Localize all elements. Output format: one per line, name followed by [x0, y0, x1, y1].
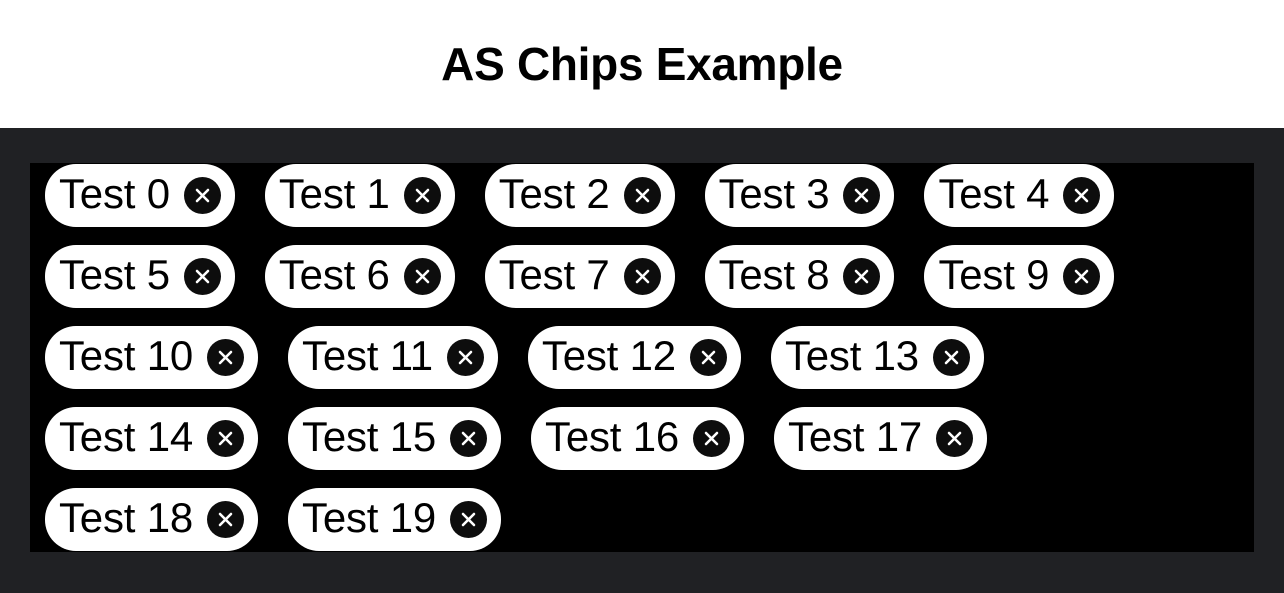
- chip-label: Test 13: [784, 332, 919, 379]
- chip-label: Test 11: [302, 332, 433, 379]
- chip[interactable]: Test 16: [531, 407, 745, 470]
- close-icon[interactable]: [936, 420, 974, 457]
- chip-label: Test 19: [302, 494, 437, 541]
- chip-label: Test 17: [788, 413, 923, 460]
- chip-label: Test 15: [302, 413, 437, 460]
- page-title: AS Chips Example: [441, 38, 843, 90]
- chip-label: Test 14: [59, 413, 194, 460]
- chip-label: Test 10: [59, 332, 194, 379]
- chip[interactable]: Test 3: [704, 164, 895, 227]
- close-icon[interactable]: [623, 177, 661, 214]
- chip-label: Test 4: [938, 170, 1050, 217]
- close-icon[interactable]: [1063, 258, 1101, 295]
- close-icon[interactable]: [843, 177, 881, 214]
- chip[interactable]: Test 12: [527, 326, 741, 389]
- close-icon[interactable]: [689, 339, 727, 376]
- chip-label: Test 18: [59, 494, 194, 541]
- chip[interactable]: Test 2: [484, 164, 675, 227]
- close-icon[interactable]: [207, 501, 245, 538]
- close-icon[interactable]: [450, 501, 488, 538]
- chip-label: Test 8: [718, 251, 830, 298]
- close-icon[interactable]: [450, 420, 488, 457]
- chip-label: Test 2: [498, 170, 610, 217]
- chip[interactable]: Test 18: [45, 488, 259, 551]
- chips-scroll-region[interactable]: Test 0 Test 1 Test 2 Test 3 Test 4 Test 5 Test…: [30, 163, 1254, 552]
- chip[interactable]: Test 11: [288, 326, 498, 389]
- close-icon[interactable]: [207, 339, 245, 376]
- close-icon[interactable]: [403, 258, 441, 295]
- page-header: AS Chips Example: [0, 0, 1284, 128]
- close-icon[interactable]: [843, 258, 881, 295]
- chip-label: Test 1: [278, 170, 390, 217]
- chip-label: Test 0: [59, 170, 170, 217]
- close-icon[interactable]: [207, 420, 245, 457]
- chip[interactable]: Test 0: [45, 164, 235, 227]
- chip[interactable]: Test 10: [45, 326, 259, 389]
- chip[interactable]: Test 13: [770, 326, 984, 389]
- close-icon[interactable]: [183, 258, 221, 295]
- chip[interactable]: Test 8: [704, 245, 895, 308]
- chips-container: Test 0 Test 1 Test 2 Test 3 Test 4 Test 5 Test…: [30, 163, 1254, 552]
- chip[interactable]: Test 5: [45, 245, 235, 308]
- chip[interactable]: Test 19: [288, 488, 502, 551]
- chip[interactable]: Test 7: [484, 245, 675, 308]
- close-icon[interactable]: [446, 339, 484, 376]
- chip[interactable]: Test 15: [288, 407, 502, 470]
- chip[interactable]: Test 4: [924, 164, 1115, 227]
- chip-label: Test 16: [545, 413, 680, 460]
- chip-label: Test 3: [718, 170, 830, 217]
- close-icon[interactable]: [1063, 177, 1101, 214]
- close-icon[interactable]: [693, 420, 731, 457]
- chip[interactable]: Test 6: [264, 245, 455, 308]
- chip-label: Test 5: [59, 251, 170, 298]
- chips-panel: Test 0 Test 1 Test 2 Test 3 Test 4 Test 5 Test…: [30, 163, 1254, 552]
- close-icon[interactable]: [623, 258, 661, 295]
- close-icon[interactable]: [183, 177, 221, 214]
- chip[interactable]: Test 17: [774, 407, 988, 470]
- chip[interactable]: Test 1: [264, 164, 455, 227]
- chip-label: Test 7: [498, 251, 610, 298]
- close-icon[interactable]: [932, 339, 970, 376]
- chip[interactable]: Test 14: [45, 407, 259, 470]
- content-stage: Test 0 Test 1 Test 2 Test 3 Test 4 Test 5 Test…: [0, 128, 1284, 593]
- chip-label: Test 6: [278, 251, 390, 298]
- close-icon[interactable]: [403, 177, 441, 214]
- chip[interactable]: Test 9: [924, 245, 1115, 308]
- chip-label: Test 12: [541, 332, 676, 379]
- chip-label: Test 9: [938, 251, 1050, 298]
